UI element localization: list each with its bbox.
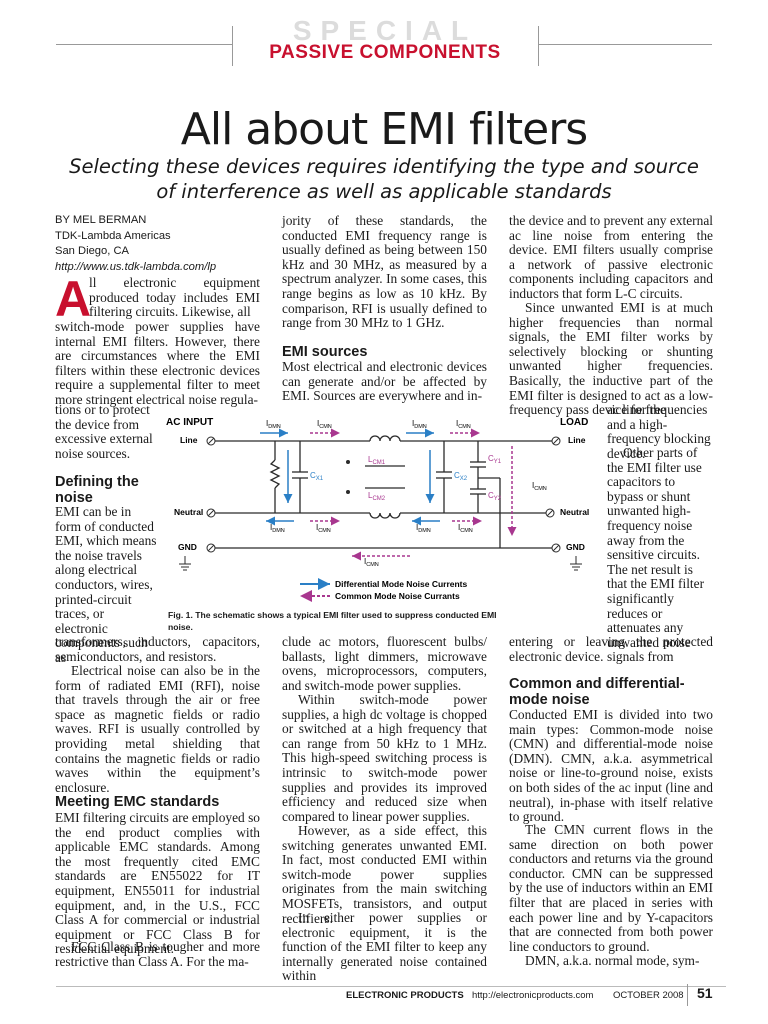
wrap-b-text: Other parts of the EMI filter use capaci… — [607, 445, 705, 665]
header-vrule-left — [232, 26, 233, 66]
schematic-wires — [215, 440, 552, 549]
icmn-label-4: ICMN — [458, 523, 473, 534]
icmn-label-2: ICMN — [456, 419, 471, 430]
header-vrule-right — [538, 26, 539, 66]
fcc-text: FCC Class B is tougher and more restrict… — [55, 939, 260, 969]
col3-top-text: the device and to prevent any external a… — [509, 213, 713, 301]
idmn-label-4: IDMN — [416, 523, 431, 534]
dmn-text: DMN, a.k.a. normal mode, sym- — [525, 953, 700, 968]
header-rule-right — [538, 44, 712, 45]
cmn-text: The CMN current flows in the same direct… — [509, 822, 713, 954]
gnd-label-left: GND — [178, 542, 197, 552]
ground-symbol-left — [179, 556, 191, 571]
byline-company: TDK-Lambda Americas — [55, 229, 171, 242]
idmn-label-3: IDMN — [270, 523, 285, 534]
byline-author: BY MEL BERMAN — [55, 214, 147, 226]
line-label-right: Line — [568, 435, 586, 445]
section-name: PASSIVE COMPONENTS — [269, 42, 501, 63]
legend-cmn-label: Common Mode Noise Currants — [335, 591, 460, 601]
article-title: All about EMI filters — [180, 104, 588, 155]
emi-filter-schematic: AC INPUT LOAD Line Line Neutral Neutral … — [166, 417, 589, 602]
wrap-a-text: ac line frequencies and a high-frequency… — [607, 402, 711, 461]
line-label-left: Line — [180, 435, 198, 445]
icmn-label-3: ICMN — [316, 523, 331, 534]
entering-text: entering or leaving the protected electr… — [509, 634, 713, 664]
choke-dot-top — [346, 460, 350, 464]
intro-narrow-text: tions or to protect the device from exce… — [55, 402, 153, 461]
load-label: LOAD — [560, 417, 588, 428]
idmn-label-1: IDMN — [266, 419, 281, 430]
modes-text: Conducted EMI is divided into two main t… — [509, 707, 713, 825]
radiated-text: Electrical noise can also be in the form… — [55, 663, 260, 795]
legend-dmn-label: Differential Mode Noise Currents — [335, 579, 468, 589]
either-text: In either power supplies or electronic e… — [282, 910, 487, 984]
intro-full-text: switch-mode power supplies have internal… — [55, 319, 260, 407]
byline: BY MEL BERMAN TDK-Lambda Americas San Di… — [55, 213, 265, 275]
intro-wrap-text: ll electronic equipment produced today i… — [89, 275, 260, 320]
footer-publication: ELECTRONIC PRODUCTS — [346, 990, 464, 1001]
kicker-special: SPECIAL — [292, 15, 478, 46]
gnd-label-right: GND — [566, 542, 585, 552]
drop-cap: A — [55, 271, 92, 327]
cy1-label: CY1 — [488, 454, 502, 465]
footer-vrule — [687, 984, 688, 1006]
heading-defining: Defining the noise — [55, 474, 139, 506]
cx2-label: CX2 — [454, 471, 468, 482]
article-dek: Selecting these devices requires identif… — [69, 155, 699, 203]
footer-rule — [56, 986, 726, 987]
byline-location: San Diego, CA — [55, 245, 130, 258]
neutral-label-right: Neutral — [560, 507, 589, 517]
byline-url[interactable]: http://www.us.tdk-lambda.com/lp — [55, 260, 217, 273]
col2-top-text: jority of these standards, the conducted… — [282, 213, 487, 331]
idmn-label-2: IDMN — [412, 419, 427, 430]
however-text: However, as a side effect, this switchin… — [282, 823, 487, 926]
lcm1-label: LCM1 — [368, 455, 386, 466]
icmn-label-1: ICMN — [317, 419, 332, 430]
icmn-label-6: ICMN — [532, 481, 547, 492]
neutral-label-left: Neutral — [174, 507, 203, 517]
cx1-label: CX1 — [310, 471, 324, 482]
clude-text: clude ac motors, fluorescent bulbs/ ball… — [282, 634, 487, 693]
figure-caption: Fig. 1. The schematic shows a typical EM… — [168, 610, 497, 632]
within-text: Within switch-mode power supplies, a hig… — [282, 692, 487, 824]
common-mode-choke — [365, 435, 405, 519]
ground-symbol-right — [570, 556, 582, 571]
since-text: Since unwanted EMI is at much higher fre… — [509, 300, 713, 418]
heading-emc: Meeting EMC standards — [55, 794, 220, 810]
heading-sources: EMI sources — [282, 344, 368, 360]
cy2-label: CY2 — [488, 491, 502, 502]
footer-date: OCTOBER 2008 — [613, 990, 684, 1001]
emc-text: EMI filtering circuits are employed so t… — [55, 810, 260, 957]
lcm2-label: LCM2 — [368, 491, 386, 502]
sources-text: Most electrical and electronic devices c… — [282, 359, 487, 404]
heading-modes: Common and differential-mode noise — [509, 676, 685, 708]
choke-dot-bottom — [346, 490, 350, 494]
icmn-label-5: ICMN — [364, 557, 379, 568]
page-number: 51 — [697, 985, 713, 1001]
defining-full-text: transformers, inductors, capacitors, sem… — [55, 634, 260, 664]
header-rule-left — [56, 44, 232, 45]
defining-narrow-text: EMI can be in form of conducted EMI, whi… — [55, 504, 157, 665]
ac-input-label: AC INPUT — [166, 417, 213, 428]
footer-url[interactable]: http://electronicproducts.com — [472, 990, 594, 1001]
